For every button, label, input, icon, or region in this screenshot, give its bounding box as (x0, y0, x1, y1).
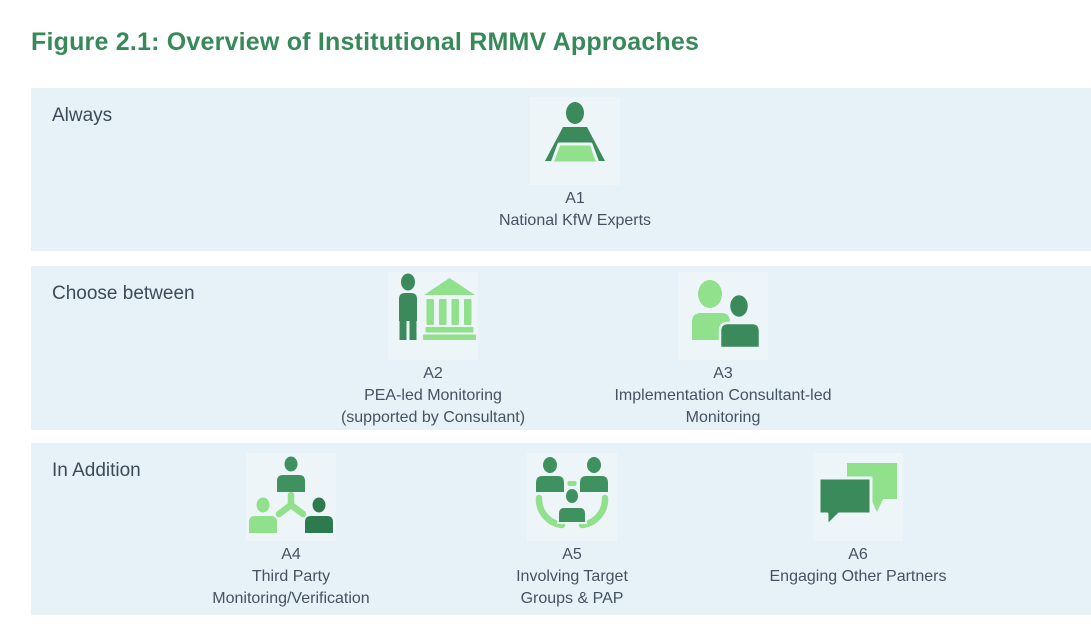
approach-a6-id: A6 (848, 546, 868, 563)
approach-a3-id: A3 (713, 365, 733, 382)
approach-a1-caption: National KfW Experts (498, 212, 652, 229)
approach-a1-id: A1 (565, 190, 585, 207)
approach-a5: A5 Involving Target Groups & PAP (422, 453, 722, 610)
band-always: Always A1 National KfW Experts (31, 88, 1091, 251)
approach-a3: A3 Implementation Consultant-led Monitor… (573, 272, 873, 429)
band-in-addition-label: In Addition (52, 460, 141, 481)
approach-a1-tile (530, 97, 620, 185)
two-people-icon (692, 280, 762, 350)
band-always-label: Always (52, 105, 113, 126)
approach-a4: A4 Third Party Monitoring/Verification (141, 453, 441, 610)
person-institution-icon (399, 273, 476, 340)
approach-a6-tile (813, 453, 903, 541)
approach-a3-tile (678, 272, 768, 360)
approach-a5-caption: Involving Target Groups & PAP (516, 568, 628, 607)
approach-a6: A6 Engaging Other Partners (708, 453, 1008, 588)
approach-a5-tile (527, 453, 617, 541)
approach-a4-tile (246, 453, 336, 541)
person-laptop-icon (545, 102, 605, 165)
band-choose-between-label: Choose between (52, 283, 195, 304)
approach-a4-caption: Third Party Monitoring/Verification (212, 568, 370, 607)
speech-bubbles-icon (817, 463, 897, 528)
approach-a2-tile (388, 272, 478, 360)
approach-a3-caption: Implementation Consultant-led Monitoring (614, 387, 832, 426)
figure-title: Figure 2.1: Overview of Institutional RM… (31, 28, 700, 56)
approach-a2: A2 PEA-led Monitoring (supported by Cons… (283, 272, 583, 429)
approach-a4-id: A4 (281, 546, 301, 563)
people-circle-icon (535, 457, 609, 529)
approach-a2-caption: PEA-led Monitoring (supported by Consult… (340, 387, 526, 426)
people-hierarchy-icon (249, 456, 333, 533)
band-choose-between: Choose between A2 PEA-led Monitoring (su… (31, 266, 1091, 430)
approach-a5-id: A5 (562, 546, 582, 563)
approach-a6-caption: Engaging Other Partners (769, 568, 947, 585)
approach-a1: A1 National KfW Experts (425, 97, 725, 232)
approach-a2-id: A2 (423, 365, 443, 382)
band-in-addition: In Addition A4 Third Party Monitoring/Ve… (31, 443, 1091, 615)
